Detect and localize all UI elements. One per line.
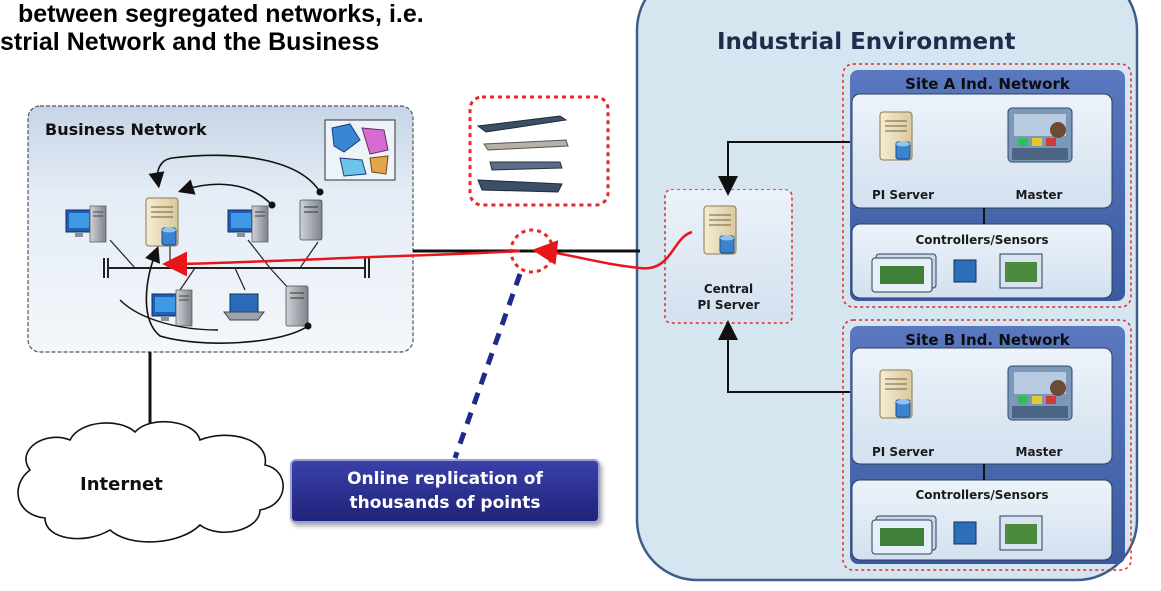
heading-line-1: between segregated networks, i.e. xyxy=(18,0,424,28)
replication-callout: Online replication of thousands of point… xyxy=(290,459,600,523)
callout-line-1: Online replication of xyxy=(347,469,543,489)
site-a-pi-server-label: PI Server xyxy=(871,188,934,202)
site-b-controllers-label: Controllers/Sensors xyxy=(915,488,1049,502)
site-a-title: Site A Ind. Network xyxy=(905,75,1070,93)
site-a-controllers-label: Controllers/Sensors xyxy=(915,233,1049,247)
callout-line-2: thousands of points xyxy=(349,493,541,513)
site-b-pi-server-label: PI Server xyxy=(871,445,934,459)
business-network-title: Business Network xyxy=(45,120,207,139)
internet-label: Internet xyxy=(80,474,163,495)
site-a-master-label: Master xyxy=(1015,188,1063,202)
heading-line-2: strial Network and the Business xyxy=(0,28,380,56)
site-b-title: Site B Ind. Network xyxy=(905,331,1070,349)
central-pi-server-label-line1: Central xyxy=(703,282,754,296)
industrial-environment-title: Industrial Environment xyxy=(717,29,1016,55)
site-b-master-label: Master xyxy=(1015,445,1063,459)
central-pi-server-label-line2: PI Server xyxy=(697,298,760,312)
